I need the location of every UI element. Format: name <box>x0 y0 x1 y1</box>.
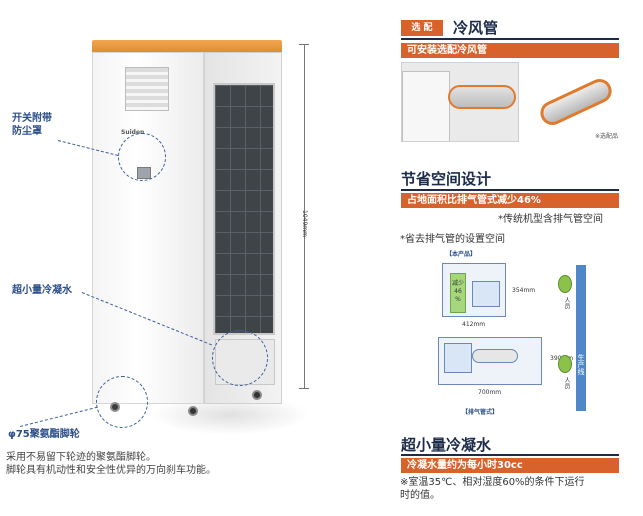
production-line: 生产线 <box>576 265 586 411</box>
person-label: 人员 <box>563 297 570 309</box>
option-divider <box>401 38 619 40</box>
callout-condensate: 超小量冷凝水 <box>12 285 72 296</box>
optional-part-note: ※选配品 <box>594 133 618 140</box>
caster-wheel <box>188 406 198 416</box>
condensate-bar: 冷凝水量约为每小时30cc <box>401 458 619 473</box>
height-dimension-line <box>304 44 305 388</box>
condensate-divider <box>401 454 619 456</box>
space-title: 节省空间设计 <box>401 170 492 188</box>
callout-caster: φ75聚氨酯脚轮 <box>8 429 80 440</box>
person-marker-icon <box>558 355 572 373</box>
option-bar: 可安装选配冷风管 <box>401 43 619 58</box>
cooling-duct-photo: ※选配品 <box>528 62 620 142</box>
photo-unit-body <box>402 71 450 141</box>
highlight-circle-caster <box>96 376 148 428</box>
unit-top-panel <box>92 40 282 54</box>
cooling-duct-installed-photo <box>401 62 519 142</box>
callout-leader-caster <box>19 406 98 427</box>
person-marker-icon <box>558 275 572 293</box>
diagram-reduction-area: 减少 46 % <box>450 273 466 313</box>
photo-duct-alone <box>536 75 616 129</box>
condensate-title: 超小量冷凝水 <box>401 436 492 454</box>
diagram-label-exhaust-type: 【排气管式】 <box>462 409 499 416</box>
person-label: 人员 <box>563 377 570 389</box>
diagram-exhaust-unit <box>444 343 472 373</box>
height-dimension-label: 1049mm <box>301 210 308 237</box>
photo-duct <box>448 85 516 109</box>
space-divider <box>401 189 619 191</box>
highlight-circle-switch <box>118 133 166 181</box>
condensate-note: ※室温35℃、相对湿度60%的条件下运行 时的值。 <box>400 477 585 501</box>
callout-switch-cover: 开关附带 防尘罩 <box>12 113 52 137</box>
air-outlet-vent <box>125 67 169 111</box>
dimension-tick-bottom <box>299 388 309 389</box>
space-note-left: *省去排气管的设置空间 <box>400 234 505 245</box>
diagram-dim-412: 412mm <box>462 321 486 328</box>
space-note-right: *传统机型含排气管空间 <box>498 214 603 225</box>
caster-wheel <box>252 390 262 400</box>
option-title: 冷风管 <box>453 19 499 37</box>
space-bar: 占地面积比排气管式减少46% <box>401 193 619 208</box>
diagram-dim-700: 700mm <box>478 389 502 396</box>
diagram-dim-354: 354mm <box>512 287 536 294</box>
brand-logo: Suiden <box>121 129 145 136</box>
intake-filter-grille <box>213 83 275 335</box>
space-comparison-diagram: 【本产品】 减少 46 % 354mm 412mm 390mm 700mm 【排… <box>402 245 612 417</box>
option-badge: 选 配 <box>401 20 443 36</box>
diagram-unit-top-view <box>472 281 500 307</box>
highlight-circle-drain <box>212 330 268 386</box>
unit-front-panel: Suiden <box>92 52 204 404</box>
diagram-label-this-product: 【本产品】 <box>446 251 477 258</box>
caster-description: 采用不易留下轮迹的聚氨酯脚轮。 脚轮具有机动性和安全性优异的万向刹车功能。 <box>6 452 216 476</box>
diagram-exhaust-duct <box>472 349 518 363</box>
